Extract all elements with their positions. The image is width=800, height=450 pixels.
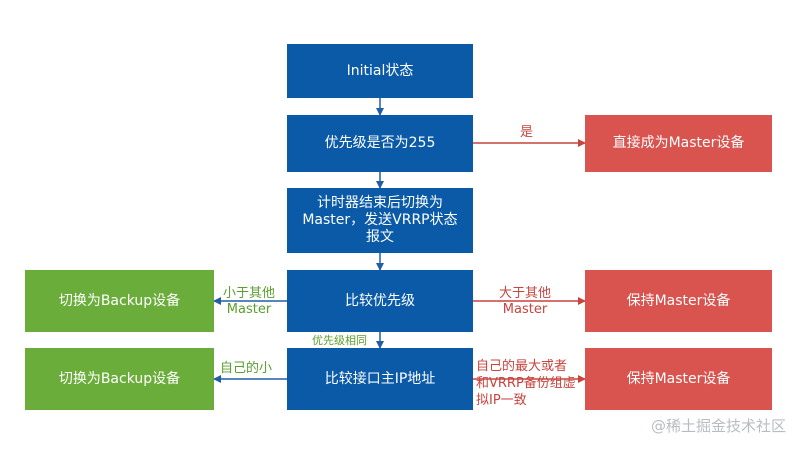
node-compare-priority-label: 比较优先级 — [345, 292, 415, 309]
edge-label-own-largest: 自己的最大或者 和VRRP备份组虚 拟IP一致 — [476, 359, 576, 408]
edge-label-greater-than: 大于其他 Master — [498, 286, 551, 317]
node-keep-master-1-label: 保持Master设备 — [626, 292, 731, 309]
node-backup-2-label: 切换为Backup设备 — [58, 370, 181, 387]
edge-label-same-priority: 优先级相同 — [312, 334, 367, 347]
node-compare-ip: 比较接口主IP地址 — [287, 348, 473, 410]
node-compare-ip-label: 比较接口主IP地址 — [324, 370, 436, 387]
edge-label-yes: 是 — [520, 125, 534, 140]
node-timer-label: 计时器结束后切换为Master，发送VRRP状态报文 — [302, 195, 458, 245]
node-backup-1-label: 切换为Backup设备 — [58, 292, 181, 309]
node-keep-master-2-label: 保持Master设备 — [626, 370, 731, 387]
node-priority-check-label: 优先级是否为255 — [324, 135, 436, 151]
node-become-master: 直接成为Master设备 — [585, 115, 772, 172]
node-keep-master-1: 保持Master设备 — [585, 270, 772, 332]
node-initial-label: Initial状态 — [346, 62, 414, 79]
watermark: @稀土掘金技术社区 — [650, 417, 786, 435]
edge-label-own-smaller: 自己的小 — [220, 361, 273, 376]
node-compare-priority: 比较优先级 — [287, 270, 473, 332]
edge-label-less-than: 小于其他 Master — [222, 286, 275, 317]
node-backup-2: 切换为Backup设备 — [25, 348, 214, 410]
node-become-master-label: 直接成为Master设备 — [612, 135, 745, 151]
node-initial: Initial状态 — [287, 44, 473, 98]
node-keep-master-2: 保持Master设备 — [585, 348, 772, 410]
node-timer: 计时器结束后切换为Master，发送VRRP状态报文 — [287, 188, 473, 253]
node-priority-check: 优先级是否为255 — [287, 115, 473, 172]
node-backup-1: 切换为Backup设备 — [25, 270, 214, 332]
